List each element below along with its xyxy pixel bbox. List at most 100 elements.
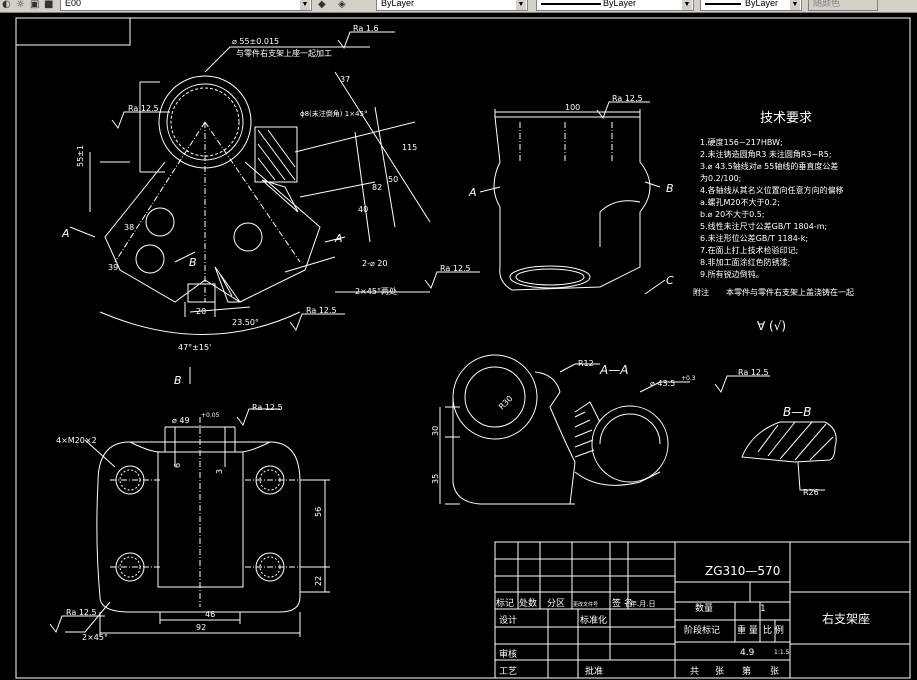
corner-code-box bbox=[16, 18, 131, 46]
chevron-down-icon[interactable]: ▼ bbox=[516, 0, 526, 10]
aa-r12: R12 bbox=[578, 359, 594, 368]
hole-left-upper bbox=[145, 207, 175, 237]
bb-r26: R26 bbox=[803, 488, 819, 497]
dim-37-text: 37 bbox=[340, 75, 350, 84]
tb-sign: 签 名 bbox=[612, 597, 633, 609]
chevron-down-icon[interactable]: ▼ bbox=[682, 0, 692, 10]
rough-symbol-front-bl bbox=[49, 615, 105, 634]
tb-design: 设计 bbox=[499, 614, 517, 626]
tb-standard: 标准化 bbox=[580, 614, 607, 626]
linetype-sample bbox=[541, 3, 601, 5]
chevron-down-icon[interactable]: ▼ bbox=[300, 0, 310, 10]
aa-rough: Ra 12.5 bbox=[738, 368, 769, 377]
front-dim-92: 92 bbox=[196, 623, 206, 632]
rough-right-text: Ra 12.5 bbox=[440, 264, 471, 273]
front-dim-56: 56 bbox=[314, 507, 323, 517]
dim-ext-right bbox=[334, 71, 431, 243]
rough-symbol-general: ∀ (√) bbox=[757, 319, 786, 333]
front-dim-3: 3 bbox=[215, 469, 224, 474]
thread-hole-tr bbox=[255, 465, 285, 495]
lineweight-dropdown[interactable]: ByLayer ▼ bbox=[700, 0, 802, 11]
drawing-canvas[interactable]: ⌀ 55±0.015 与零件右支架上座一起加工 Ra 1.6 Ra 12.5 R… bbox=[0, 12, 917, 680]
thread-hole-bl-inner bbox=[119, 556, 141, 578]
part-number: ZG310—570 bbox=[705, 564, 780, 578]
plotstyle-dropdown[interactable]: 随颜色 bbox=[808, 0, 878, 11]
center-lines bbox=[114, 121, 301, 302]
hatch-rib bbox=[214, 266, 241, 303]
aa-dims-vertical bbox=[439, 406, 460, 505]
tech-item: a.螺孔M20不大于0.2; bbox=[700, 197, 780, 207]
properties-toolbar: ◐ ☼ ▣ ■ E00 ▼ ◆ ◈ ByLayer ▼ ByLayer ▼ By… bbox=[0, 0, 917, 13]
side-centers bbox=[519, 122, 613, 162]
layer-state-icon[interactable]: ◐ bbox=[2, 0, 11, 10]
bore-hidden bbox=[170, 87, 240, 157]
tb-sheets: 张 bbox=[715, 666, 724, 677]
chevron-down-icon[interactable]: ▼ bbox=[790, 0, 800, 10]
section-marks-b bbox=[174, 251, 196, 384]
tb-zone: 分区 bbox=[547, 598, 565, 609]
tb-qty-label: 数量 bbox=[695, 602, 713, 614]
tech-item: 3.⌀ 43.5轴线对⌀ 55轴线的垂直度公差 bbox=[700, 161, 838, 171]
arm-left bbox=[104, 161, 206, 303]
layer-dropdown[interactable]: E00 ▼ bbox=[60, 0, 312, 11]
color-dropdown[interactable]: ByLayer ▼ bbox=[376, 0, 528, 11]
rough-bottom-text: Ra 12.5 bbox=[306, 306, 337, 315]
sun-icon[interactable]: ☼ bbox=[16, 0, 25, 10]
tb-count: 处数 bbox=[519, 597, 537, 609]
front-dims-horizontal bbox=[99, 612, 301, 637]
linetype-value: ByLayer bbox=[603, 0, 637, 8]
front-dim-46: 46 bbox=[205, 610, 215, 619]
aa-hatch bbox=[574, 411, 595, 458]
make-current-layer-icon[interactable]: ◆ bbox=[318, 0, 326, 10]
side-view bbox=[479, 101, 666, 295]
title-block-frame bbox=[494, 541, 911, 679]
tb-sheet-unit: 张 bbox=[770, 666, 779, 677]
front-view bbox=[49, 408, 330, 637]
rough-symbol-left bbox=[111, 111, 170, 130]
bb-hatch bbox=[757, 421, 834, 461]
tb-sheet-no: 第 bbox=[742, 665, 751, 677]
front-dims-vertical bbox=[300, 479, 330, 593]
lock-icon[interactable]: ▣ bbox=[30, 0, 40, 10]
dim-23-text: 23.50° bbox=[232, 318, 259, 327]
dim-55-text: 55±1 bbox=[76, 145, 85, 167]
leader-holes bbox=[284, 256, 336, 273]
label-side-a: A bbox=[468, 186, 477, 199]
foot-pad bbox=[187, 283, 216, 303]
aa-leaders bbox=[559, 363, 690, 393]
color-value: ByLayer bbox=[381, 0, 415, 8]
tech-item: 9.所有锐边倒钝。 bbox=[700, 269, 764, 279]
dim-40-text: 40 bbox=[358, 205, 368, 214]
dim-39-text: 39 bbox=[108, 263, 118, 272]
leader-bore bbox=[204, 46, 370, 73]
layer-previous-icon[interactable]: ◈ bbox=[338, 0, 346, 10]
front-dim-6: 6 bbox=[173, 463, 182, 468]
rough-top-text: Ra 1.6 bbox=[353, 24, 379, 33]
label-side-c: C bbox=[666, 274, 674, 287]
aa-r30: R30 bbox=[497, 394, 515, 412]
note-machining-text: 与零件右支架上座一起加工 bbox=[236, 48, 332, 58]
front-top-lugs bbox=[164, 426, 236, 467]
linetype-dropdown[interactable]: ByLayer ▼ bbox=[536, 0, 694, 11]
color-swatch-icon[interactable]: ■ bbox=[44, 0, 54, 10]
chamfer-note-text: 2×45°两处 bbox=[355, 286, 397, 296]
tb-stage: 阶段标记 bbox=[684, 624, 720, 636]
bb-outline bbox=[741, 421, 837, 463]
tb-right-rows bbox=[790, 591, 910, 645]
aa-outline bbox=[574, 401, 661, 486]
tech-item: 2.未注铸造圆角R3 未注圆角R3~R5; bbox=[700, 149, 832, 159]
part-name: 右支架座 bbox=[822, 611, 870, 626]
tb-total: 共 bbox=[690, 666, 699, 677]
arm-right bbox=[204, 161, 321, 303]
aa-dim-35: 35 bbox=[431, 474, 440, 484]
rough-symbol-top bbox=[337, 31, 395, 50]
side-bore-outer bbox=[509, 265, 591, 289]
tech-requirements: 技术要求 1.硬度156~217HBW; 2.未注铸造圆角R3 未注圆角R3~R… bbox=[693, 111, 854, 333]
section-aa bbox=[439, 354, 770, 505]
tech-item: 5.线性未注尺寸公差GB/T 1804-m; bbox=[700, 221, 827, 231]
front-dim-49: ⌀ 49 bbox=[172, 416, 190, 425]
tech-item: 4.各轴线从其名义位置向任意方向的偏移 bbox=[700, 185, 844, 195]
lineweight-value: ByLayer bbox=[745, 0, 779, 8]
note-label: 附注 bbox=[693, 287, 709, 297]
tech-item: 为0.2/100; bbox=[700, 173, 741, 183]
